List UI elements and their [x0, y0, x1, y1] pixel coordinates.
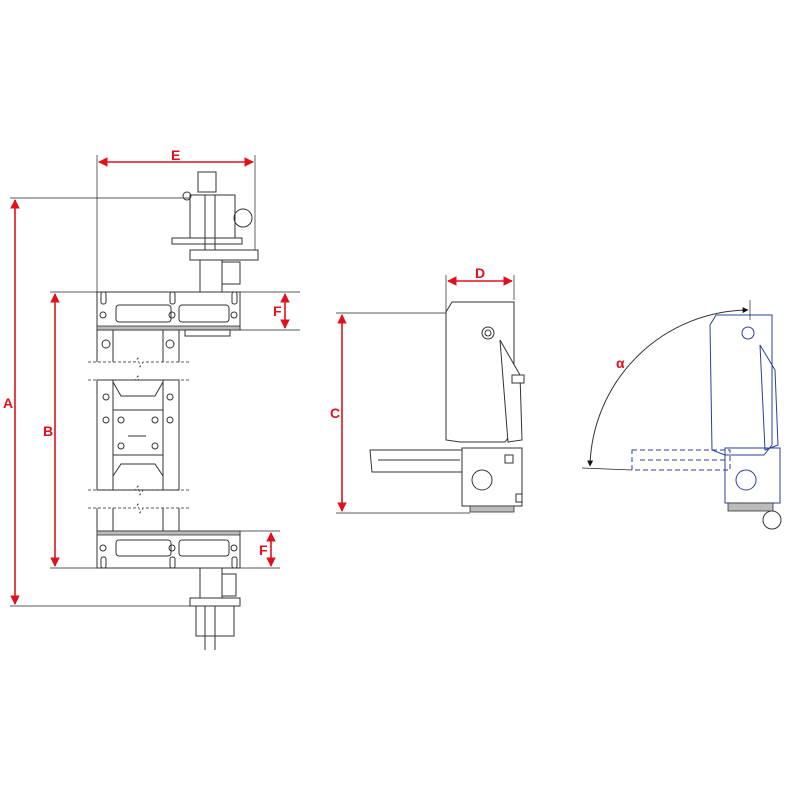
bottom-mounting-plate [96, 530, 241, 569]
dimension-f-top-label: F [273, 303, 282, 319]
dimension-f-bottom-label: F [259, 542, 268, 558]
bottom-drive-unit [189, 567, 241, 650]
side-view: D C [330, 265, 525, 514]
tilt-view: α [581, 300, 782, 530]
dimension-c-label: C [330, 405, 340, 421]
tilt-angle-label: α [616, 355, 625, 371]
tilt-arc [587, 307, 749, 467]
dimension-e-label: E [171, 147, 180, 163]
column-section-upper [88, 330, 190, 386]
dimension-b-label: B [43, 423, 53, 439]
column-middle-plate [88, 379, 190, 514]
top-drive-unit [171, 171, 259, 293]
column-section-lower [96, 508, 180, 531]
dimension-d-label: D [475, 265, 485, 281]
dimension-a-label: A [3, 395, 13, 411]
top-mounting-plate [96, 291, 241, 337]
front-view: E A B F F [3, 147, 300, 650]
